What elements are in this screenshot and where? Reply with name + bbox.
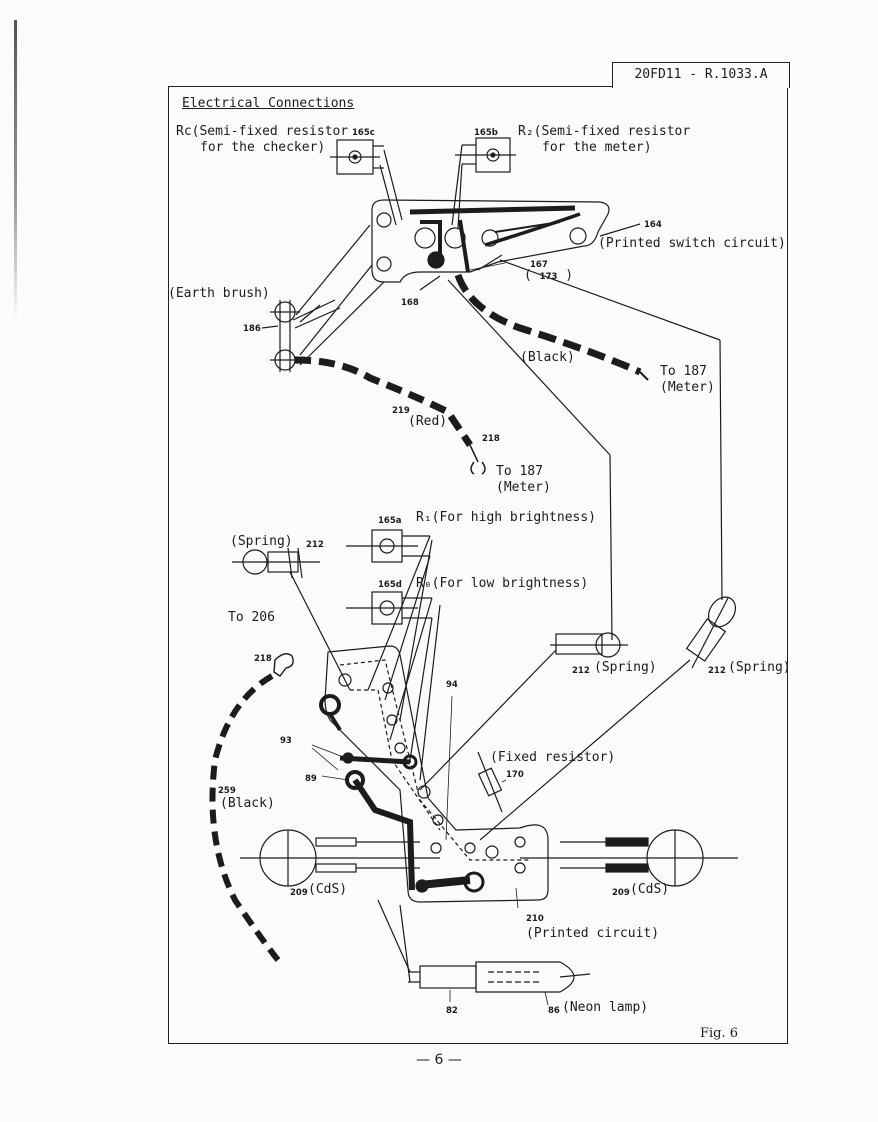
label-printed-switch: (Printed switch circuit)	[598, 236, 786, 251]
part-170: 170	[506, 770, 524, 780]
right-spring-212	[479, 596, 737, 841]
part-94: 94	[446, 680, 458, 690]
diagram-title: Electrical Connections	[182, 96, 355, 111]
label-rc: Rc(Semi-fixed resistor	[176, 124, 349, 139]
part-165b: 165b	[474, 128, 498, 138]
printed-switch-board-164	[371, 199, 641, 283]
part-209-a: 209	[290, 888, 308, 898]
label-black-top: (Black)	[520, 350, 575, 365]
document-id: 20FD11 - R.1033.A	[612, 62, 790, 88]
leader-lines	[311, 262, 549, 1006]
page-number: — 6 —	[416, 1052, 462, 1068]
part-218-a: 218	[482, 434, 500, 444]
label-meter-b: (Meter)	[496, 480, 551, 495]
left-spring-212	[232, 547, 351, 691]
label-neon-lamp: (Neon lamp)	[562, 1000, 649, 1015]
label-spring-mid: (Spring)	[594, 660, 657, 675]
rc-resistor-165c	[330, 139, 403, 226]
black-cable-top	[454, 273, 642, 376]
part-165d: 165d	[378, 580, 402, 590]
label-fixed-resistor: (Fixed resistor)	[490, 750, 616, 765]
part-89: 89	[305, 774, 317, 784]
red-cable	[294, 356, 473, 447]
part-209-b: 209	[612, 888, 630, 898]
r0-resistor-165d	[346, 591, 432, 625]
label-printed-circuit: (Printed circuit)	[526, 926, 660, 941]
r2-resistor-165b	[451, 137, 516, 229]
figure-label: Fig. 6	[700, 1026, 739, 1041]
part-259: 259	[218, 786, 236, 796]
part-210: 210	[526, 914, 544, 924]
part-212-c: 212	[708, 666, 726, 676]
fixed-resistor-170	[477, 751, 503, 813]
figure-frame	[168, 86, 788, 1044]
label-meter-a: (Meter)	[660, 380, 715, 395]
r1-resistor-165a	[346, 529, 430, 563]
label-earth-brush: (Earth brush)	[168, 286, 270, 301]
label-rc-2: for the checker)	[200, 140, 326, 155]
terminal-218	[273, 653, 294, 677]
label-r2-2: for the meter)	[542, 140, 652, 155]
cds-left-209	[240, 829, 440, 887]
cds-right-209	[520, 829, 738, 887]
neon-lamp-86	[377, 899, 591, 993]
black-cable-259	[209, 673, 281, 962]
part-173-paren: ( 173 )	[524, 268, 574, 283]
earth-brush-186	[261, 299, 341, 372]
scan-edge-mark	[14, 20, 17, 320]
label-r1: R₁(For high brightness)	[416, 510, 597, 525]
part-168: 168	[401, 298, 419, 308]
printed-circuit-board-210	[319, 645, 549, 903]
label-red: (Red)	[408, 414, 448, 429]
label-r0: R₀(For low brightness)	[416, 576, 589, 591]
part-164: 164	[644, 220, 662, 230]
label-cds-right: (CdS)	[630, 882, 670, 897]
part-167: 167	[530, 260, 548, 270]
part-186: 186	[243, 324, 261, 334]
r-wires	[367, 535, 441, 781]
part-82: 82	[446, 1006, 458, 1016]
part-86: 86	[548, 1006, 560, 1016]
trace-89	[352, 778, 415, 891]
part-165a: 165a	[378, 516, 402, 526]
label-to-187-b: To 187	[496, 464, 543, 479]
label-spring-right: (Spring)	[728, 660, 791, 675]
part-219: 219	[392, 406, 410, 416]
top-board-wires	[295, 224, 723, 641]
label-spring-left: (Spring)	[230, 534, 293, 549]
part-218-b: 218	[254, 654, 272, 664]
part-212-b: 212	[572, 666, 590, 676]
label-cds-left: (CdS)	[308, 882, 348, 897]
middle-spring-212	[419, 632, 628, 791]
label-black-left: (Black)	[220, 796, 275, 811]
label-to-206: To 206	[228, 610, 275, 625]
part-173: 173	[539, 272, 558, 282]
part-93: 93	[280, 736, 292, 746]
part-165c: 165c	[352, 128, 375, 138]
label-to-187-a: To 187	[660, 364, 707, 379]
label-r2: R₂(Semi-fixed resistor	[518, 124, 691, 139]
part-212-a: 212	[306, 540, 324, 550]
